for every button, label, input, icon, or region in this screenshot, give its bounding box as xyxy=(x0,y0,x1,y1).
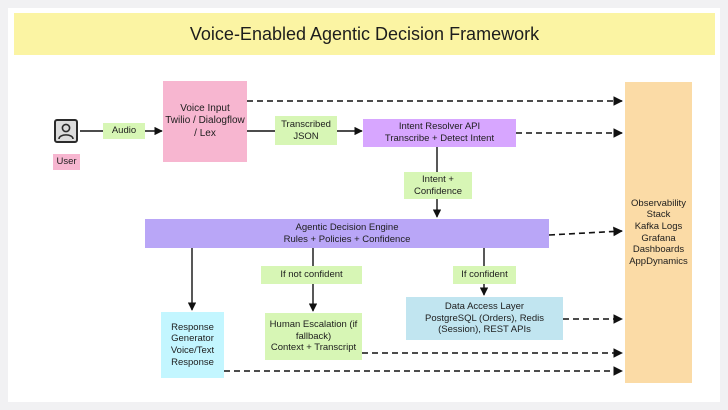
transcribed-json-line-2: JSON xyxy=(293,130,319,142)
edge-label-audio-text: Audio xyxy=(111,125,137,137)
user-label-box: User xyxy=(53,154,80,170)
data-access-line-2: PostgreSQL (Orders), Redis xyxy=(425,312,544,324)
observability-line-1: Observability xyxy=(631,197,686,209)
diagram-title-text: Voice-Enabled Agentic Decision Framework xyxy=(189,23,540,44)
intent-resolver-line-1: Intent Resolver API xyxy=(398,121,481,133)
data-access-line-1: Data Access Layer xyxy=(444,301,525,313)
response-generator-line-1: Response xyxy=(171,321,214,333)
response-generator-line-4: Response xyxy=(171,356,214,368)
node-response-generator: Response Generator Voice/Text Response xyxy=(161,312,224,378)
edge-label-transcribed-json: Transcribed JSON xyxy=(275,116,337,145)
data-access-line-3: (Session), REST APIs xyxy=(438,324,531,336)
edge-engine-to-observability xyxy=(548,226,623,237)
node-decision-engine: Agentic Decision Engine Rules + Policies… xyxy=(145,219,549,248)
decision-engine-line-1: Agentic Decision Engine xyxy=(295,221,399,233)
node-voice-input: Voice Input Twilio / Dialogflow / Lex xyxy=(163,81,247,162)
node-data-access-layer: Data Access Layer PostgreSQL (Orders), R… xyxy=(406,297,563,340)
transcribed-json-line-1: Transcribed xyxy=(281,118,331,130)
edge-label-if-not-confident: If not confident xyxy=(261,266,362,284)
intent-confidence-line-1: Intent + xyxy=(422,173,454,185)
node-observability-stack: Observability Stack Kafka Logs Grafana D… xyxy=(625,82,692,383)
response-generator-line-3: Voice/Text xyxy=(170,345,215,356)
human-escalation-line-3: Context + Transcript xyxy=(270,342,357,354)
response-generator-line-2: Generator xyxy=(171,333,214,345)
observability-line-2: Stack xyxy=(646,209,671,221)
voice-input-line-2: Twilio / Dialogflow xyxy=(165,115,245,127)
observability-line-3: Kafka Logs xyxy=(634,220,683,232)
node-human-escalation: Human Escalation (if fallback) Context +… xyxy=(265,313,362,360)
decision-engine-line-2: Rules + Policies + Confidence xyxy=(283,233,411,245)
if-confident-text: If confident xyxy=(461,269,508,281)
human-escalation-line-1: Human Escalation (if xyxy=(269,319,358,331)
diagram-title: Voice-Enabled Agentic Decision Framework xyxy=(14,13,715,55)
observability-line-5: Dashboards xyxy=(632,244,685,256)
human-escalation-line-2: fallback) xyxy=(295,330,332,342)
diagram-canvas xyxy=(8,8,720,402)
user-avatar-icon xyxy=(54,119,78,143)
edge-label-intent-confidence: Intent + Confidence xyxy=(404,172,472,199)
observability-line-6: AppDynamics xyxy=(629,255,688,267)
edge-label-audio: Audio xyxy=(103,123,145,139)
if-not-confident-text: If not confident xyxy=(280,269,343,281)
observability-line-4: Grafana xyxy=(641,232,676,244)
intent-resolver-line-2: Transcribe + Detect Intent xyxy=(384,133,495,144)
user-label: User xyxy=(56,156,77,168)
edge-label-if-confident: If confident xyxy=(453,266,516,284)
intent-confidence-line-2: Confidence xyxy=(413,185,463,197)
node-intent-resolver: Intent Resolver API Transcribe + Detect … xyxy=(363,119,516,147)
voice-input-line-3: / Lex xyxy=(194,127,216,139)
voice-input-line-1: Voice Input xyxy=(180,103,230,115)
